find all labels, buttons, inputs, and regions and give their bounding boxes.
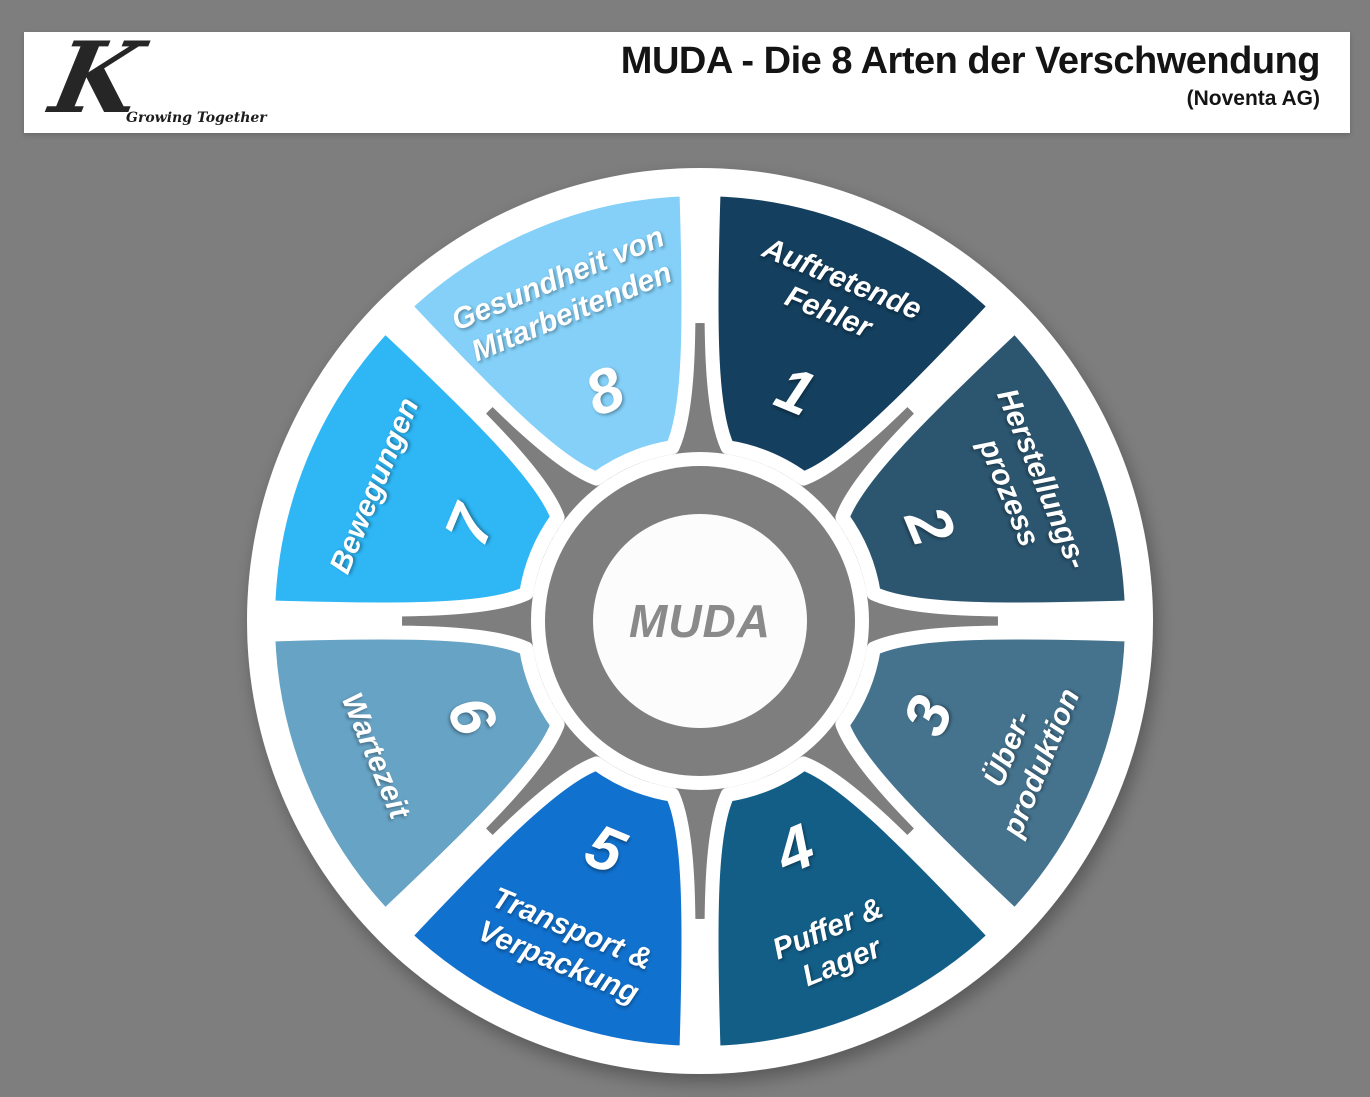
petal-segment-3 (835, 625, 1139, 924)
header-bar: K Growing Together MUDA - Die 8 Arten de… (24, 21, 1350, 136)
header-titles: MUDA - Die 8 Arten der Verschwendung (No… (620, 40, 1321, 111)
wheel-center-disc (593, 514, 807, 728)
logo: K Growing Together (40, 21, 360, 136)
logo-tagline: Growing Together (126, 110, 267, 126)
petal-segment-7 (261, 318, 565, 617)
petal-group (261, 182, 1139, 1060)
page-subtitle: (Noventa AG) (1186, 87, 1320, 110)
page-title: MUDA - Die 8 Arten der Verschwendung (620, 40, 1321, 82)
petal-segment-6 (261, 625, 565, 924)
petal-segment-2 (835, 318, 1139, 617)
petal-segment-4 (704, 756, 1003, 1060)
petal-segment-1 (704, 182, 1003, 486)
petal-segment-8 (397, 182, 696, 486)
petal-segment-5 (397, 756, 696, 1060)
